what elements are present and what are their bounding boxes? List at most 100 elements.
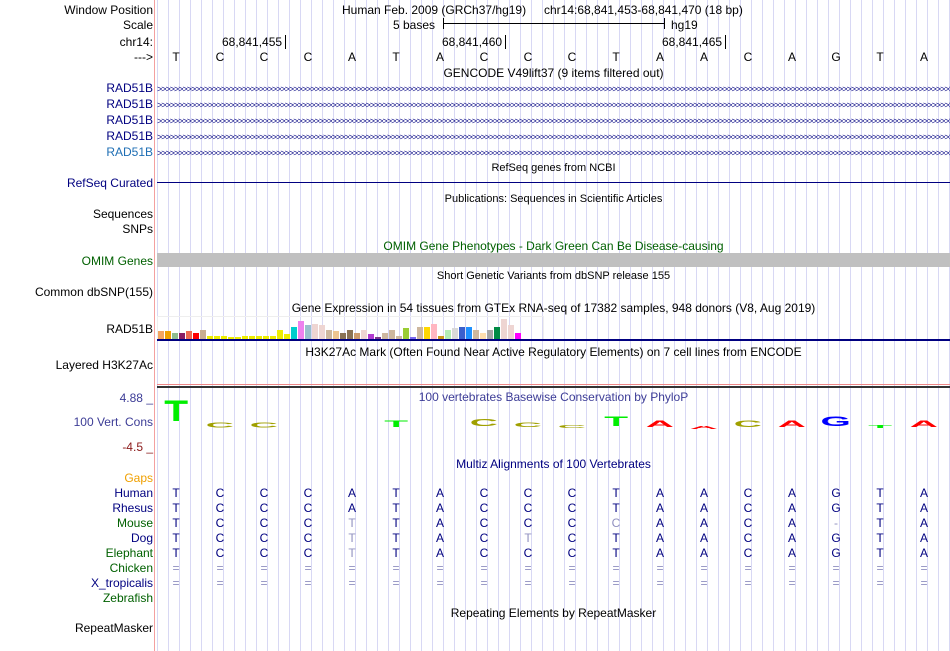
gencode-title[interactable]: GENCODE V49lift37 (9 items filtered out) [443, 66, 664, 80]
gtex-tissue-bar[interactable] [207, 335, 213, 339]
gencode-transcript-label[interactable]: RAD51B [106, 97, 153, 111]
refseq-title[interactable]: RefSeq genes from NCBI [491, 162, 616, 174]
gtex-tissue-bar[interactable] [508, 325, 514, 339]
phylop-title[interactable]: 100 vertebrates Basewise Conservation by… [418, 390, 689, 404]
dbsnp-title[interactable]: Short Genetic Variants from dbSNP releas… [436, 270, 671, 282]
gtex-tissue-bar[interactable] [333, 331, 339, 339]
gtex-tissue-bar[interactable] [158, 331, 164, 339]
species-label[interactable]: Rhesus [112, 501, 153, 515]
gtex-tissue-bar[interactable] [515, 332, 521, 339]
gtex-tissue-bar[interactable] [256, 335, 262, 339]
gtex-tissue-bar[interactable] [200, 329, 206, 339]
gtex-tissue-bar[interactable] [410, 337, 416, 339]
pubs-sequences-label[interactable]: Sequences [92, 207, 153, 221]
gtex-tissue-bar[interactable] [179, 332, 185, 339]
gaps-label[interactable]: Gaps [124, 471, 153, 485]
gtex-bar-chart[interactable] [157, 316, 544, 339]
gtex-tissue-bar[interactable] [431, 323, 437, 339]
gtex-tissue-bar[interactable] [172, 332, 178, 339]
gtex-title[interactable]: Gene Expression in 54 tissues from GTEx … [291, 301, 816, 315]
gtex-tissue-bar[interactable] [389, 329, 395, 339]
gtex-tissue-bar[interactable] [221, 335, 227, 339]
alignment-base: = [876, 561, 884, 575]
gtex-tissue-bar[interactable] [270, 335, 276, 339]
h3k27ac-label[interactable]: Layered H3K27Ac [55, 358, 153, 372]
gtex-tissue-bar[interactable] [354, 332, 360, 339]
species-label[interactable]: Chicken [109, 561, 153, 575]
species-label[interactable]: Dog [130, 531, 153, 545]
species-label[interactable]: X_tropicalis [90, 576, 153, 590]
gtex-tissue-bar[interactable] [298, 320, 304, 339]
gtex-label[interactable]: RAD51B [106, 322, 153, 336]
species-label[interactable]: Zebrafish [102, 591, 153, 605]
h3k27ac-title[interactable]: H3K27Ac Mark (Often Found Near Active Re… [305, 345, 802, 359]
gtex-tissue-bar[interactable] [242, 335, 248, 339]
gtex-tissue-bar[interactable] [340, 332, 346, 339]
pubs-title[interactable]: Publications: Sequences in Scientific Ar… [444, 193, 663, 205]
gtex-tissue-bar[interactable] [249, 335, 255, 339]
gtex-tissue-bar[interactable] [487, 329, 493, 339]
gtex-tissue-bar[interactable] [480, 332, 486, 339]
multiz-title[interactable]: Multiz Alignments of 100 Vertebrates [456, 457, 651, 471]
gtex-tissue-bar[interactable] [263, 335, 269, 339]
omim-feature[interactable] [157, 253, 950, 267]
gtex-tissue-bar[interactable] [403, 328, 409, 339]
alignment-base: = [568, 561, 576, 575]
gencode-transcript[interactable]: >>>>>>>>>>>>>>>>>>>>>>>>>>>>>>>>>>>>>>>>… [157, 101, 950, 109]
gencode-transcript-label[interactable]: RAD51B [106, 81, 153, 95]
gtex-tissue-bar[interactable] [291, 326, 297, 339]
repeatmasker-label[interactable]: RepeatMasker [74, 621, 153, 635]
gtex-tissue-bar[interactable] [305, 325, 311, 339]
gencode-transcript[interactable]: >>>>>>>>>>>>>>>>>>>>>>>>>>>>>>>>>>>>>>>>… [157, 149, 950, 157]
refseq-gene-line[interactable] [157, 182, 950, 183]
gtex-tissue-bar[interactable] [228, 336, 234, 339]
gencode-transcript[interactable]: >>>>>>>>>>>>>>>>>>>>>>>>>>>>>>>>>>>>>>>>… [157, 85, 950, 93]
repeatmasker-title[interactable]: Repeating Elements by RepeatMasker [450, 606, 657, 620]
gtex-tissue-bar[interactable] [368, 334, 374, 339]
gtex-tissue-bar[interactable] [494, 326, 500, 339]
alignment-base: A [435, 531, 444, 545]
gtex-tissue-bar[interactable] [193, 332, 199, 339]
gtex-tissue-bar[interactable] [466, 326, 472, 339]
gtex-tissue-bar[interactable] [186, 331, 192, 339]
gencode-transcript[interactable]: >>>>>>>>>>>>>>>>>>>>>>>>>>>>>>>>>>>>>>>>… [157, 117, 950, 125]
gencode-transcript-label[interactable]: RAD51B [106, 145, 153, 159]
pubs-snps-label[interactable]: SNPs [122, 222, 153, 236]
gtex-tissue-bar[interactable] [319, 325, 325, 339]
gencode-transcript[interactable]: >>>>>>>>>>>>>>>>>>>>>>>>>>>>>>>>>>>>>>>>… [157, 133, 950, 141]
species-label[interactable]: Mouse [116, 516, 153, 530]
gtex-tissue-bar[interactable] [459, 326, 465, 339]
gtex-tissue-bar[interactable] [235, 336, 241, 339]
species-label[interactable]: Elephant [105, 546, 153, 560]
gtex-tissue-bar[interactable] [445, 329, 451, 339]
dbsnp-label[interactable]: Common dbSNP(155) [34, 285, 153, 299]
gtex-tissue-bar[interactable] [473, 329, 479, 339]
alignment-base: C [215, 486, 225, 500]
gencode-transcript-label[interactable]: RAD51B [106, 129, 153, 143]
gtex-tissue-bar[interactable] [165, 331, 171, 339]
gtex-tissue-bar[interactable] [438, 335, 444, 339]
gtex-tissue-bar[interactable] [277, 329, 283, 339]
omim-title[interactable]: OMIM Gene Phenotypes - Dark Green Can Be… [383, 239, 724, 253]
omim-label[interactable]: OMIM Genes [81, 254, 153, 268]
refseq-label[interactable]: RefSeq Curated [66, 176, 153, 190]
gencode-transcript-label[interactable]: RAD51B [106, 113, 153, 127]
phylop-label[interactable]: 100 Vert. Cons [73, 415, 153, 429]
gtex-tissue-bar[interactable] [214, 335, 220, 339]
species-label[interactable]: Human [114, 486, 153, 500]
conservation-letter: A [777, 418, 807, 429]
gtex-tissue-bar[interactable] [347, 329, 353, 339]
gtex-tissue-bar[interactable] [501, 319, 507, 339]
gtex-tissue-bar[interactable] [375, 337, 381, 339]
gtex-tissue-bar[interactable] [424, 326, 430, 339]
gtex-tissue-bar[interactable] [284, 334, 290, 339]
alignment-base: C [567, 546, 577, 560]
gtex-tissue-bar[interactable] [417, 326, 423, 339]
gtex-tissue-bar[interactable] [312, 323, 318, 339]
gtex-tissue-bar[interactable] [326, 329, 332, 339]
gtex-tissue-bar[interactable] [452, 328, 458, 339]
gtex-tissue-bar[interactable] [382, 332, 388, 339]
gtex-tissue-bar[interactable] [361, 329, 367, 339]
alignment-base: A [435, 516, 444, 530]
gtex-tissue-bar[interactable] [396, 335, 402, 339]
